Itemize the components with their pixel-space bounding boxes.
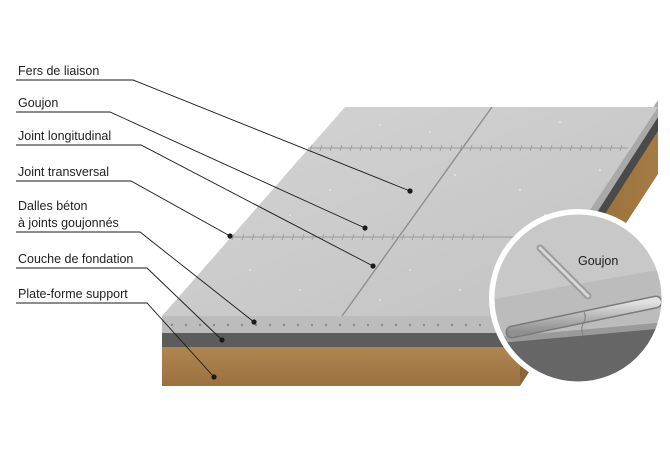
leader-goujon: [16, 111, 366, 229]
label-plate-forme-support: Plate-forme support: [18, 287, 128, 301]
surface-texture: [249, 121, 601, 301]
dowel-ticks-back: [309, 144, 623, 152]
label-couche-de-fondation: Couche de fondation: [18, 252, 133, 266]
label-joint-longitudinal: Joint longitudinal: [18, 129, 111, 143]
leader-fondation: [16, 267, 223, 341]
dowel-ticks-middle: [231, 233, 485, 241]
leader-lines: [16, 79, 411, 378]
foundation-front: [162, 332, 520, 347]
leader-plateforme: [16, 302, 215, 378]
leader-dalles: [16, 231, 255, 323]
soil-front: [162, 346, 520, 386]
leader-fers: [16, 79, 411, 192]
longitudinal-joint: [341, 106, 493, 317]
inset-zoom: Goujon: [489, 209, 667, 387]
leader-endpoints: [211, 188, 413, 380]
leader-joint-trans: [16, 180, 231, 237]
leader-joint-long: [16, 144, 374, 267]
label-fers-de-liaison: Fers de liaison: [18, 64, 99, 78]
label-joint-transversal: Joint transversal: [18, 165, 109, 179]
inset-goujon-label: Goujon: [578, 254, 618, 268]
label-dalles-beton-line1: Dalles béton: [18, 199, 88, 213]
label-goujon: Goujon: [18, 96, 58, 110]
label-dalles-beton-line2: à joints goujonnés: [18, 216, 119, 230]
